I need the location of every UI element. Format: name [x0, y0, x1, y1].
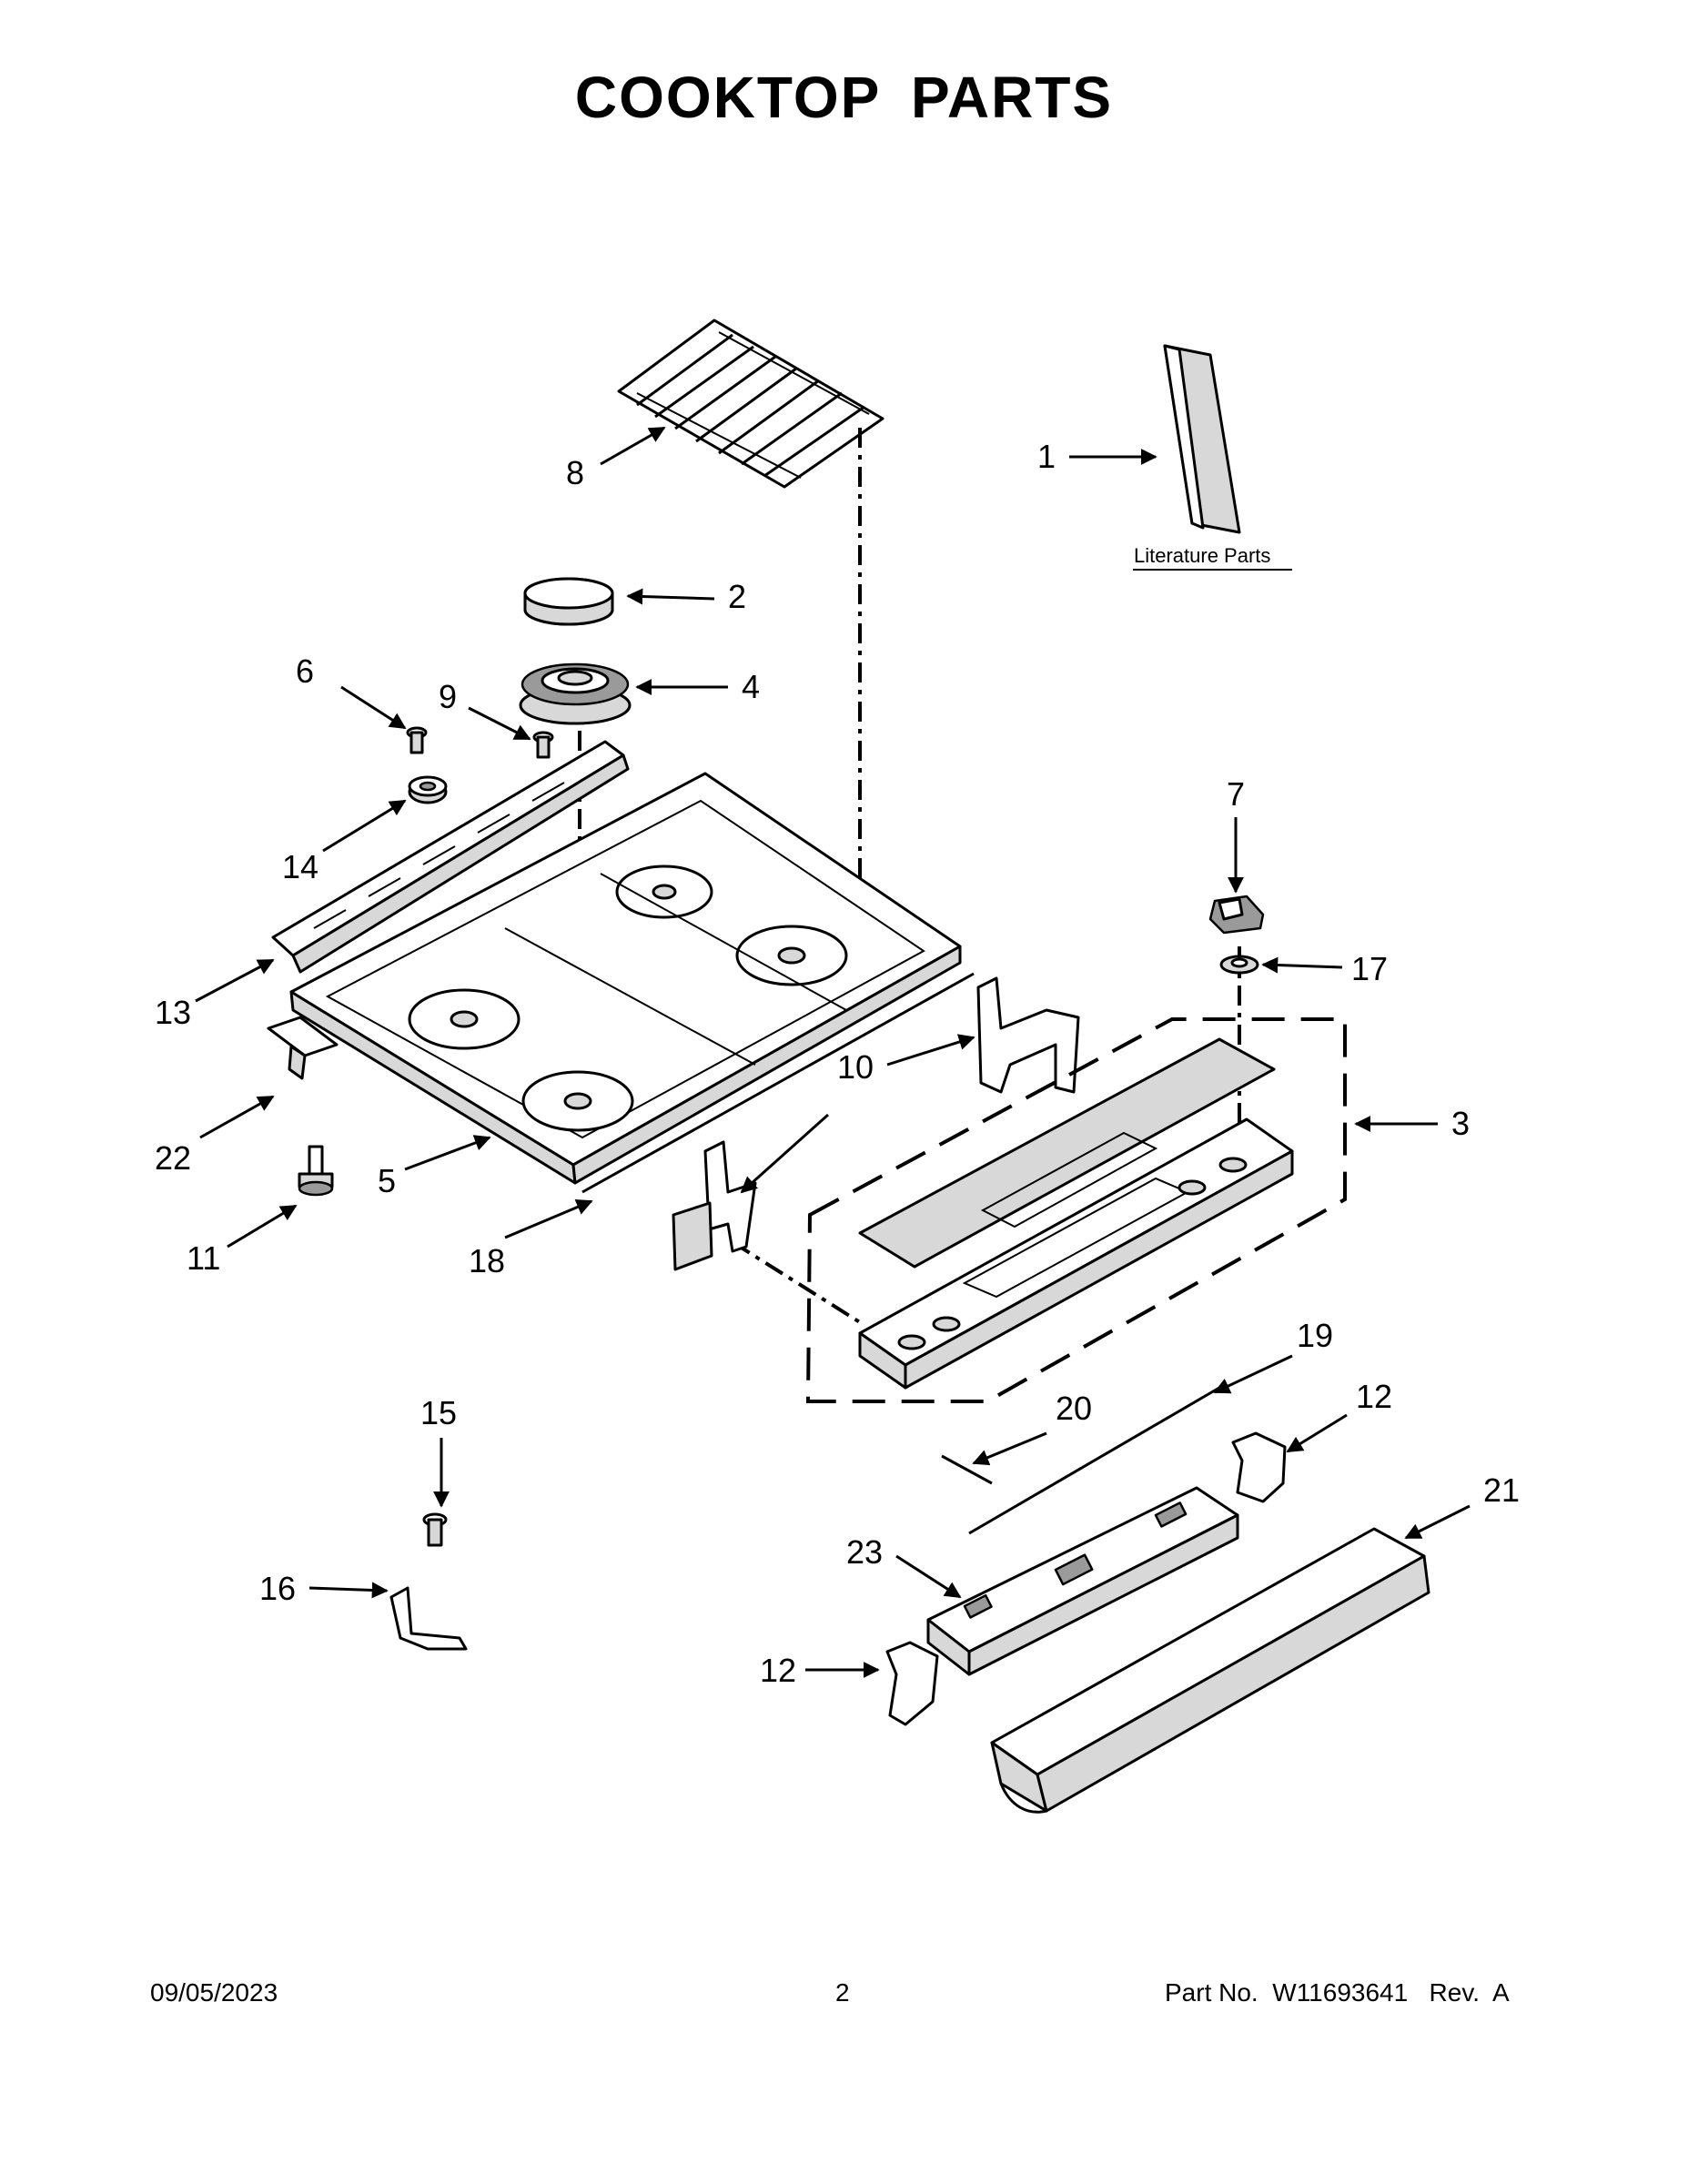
- part-22-bracket: [267, 1016, 339, 1080]
- part-15-screw: [422, 1512, 448, 1547]
- callout-2: 2: [728, 578, 746, 615]
- part-14-grommet: [408, 775, 448, 804]
- part-5-cooktop: [289, 772, 962, 1185]
- callout-6: 6: [296, 652, 314, 690]
- part-13-vent-trim: [271, 740, 630, 974]
- callout-10a: 10: [837, 1048, 874, 1086]
- part-17-washer: [1219, 955, 1259, 975]
- callout-23: 23: [846, 1533, 883, 1571]
- callout-13: 13: [155, 994, 191, 1031]
- footer-part-number: Part No. W11693641 Rev. A: [1165, 1978, 1510, 2007]
- footer-page-number: 2: [835, 1978, 850, 2007]
- part-4-burner-base: [519, 662, 632, 725]
- callout-4: 4: [742, 668, 760, 705]
- part-6-screw: [406, 726, 428, 754]
- callout-5: 5: [378, 1162, 396, 1199]
- callout-12a: 12: [1356, 1378, 1392, 1415]
- callout-19: 19: [1297, 1317, 1333, 1354]
- callout-15: 15: [420, 1394, 457, 1431]
- callout-12b: 12: [760, 1652, 796, 1689]
- callout-16: 16: [259, 1570, 296, 1607]
- part-8-grate: [617, 318, 884, 489]
- callout-11: 11: [187, 1239, 220, 1277]
- callout-1: 1: [1037, 438, 1056, 475]
- part-10-bracket-left: [672, 1140, 757, 1271]
- part-19-rod: [968, 1386, 1220, 1535]
- part-9-screw: [532, 731, 554, 759]
- footer-date: 09/05/2023: [150, 1978, 278, 2007]
- part-16-bracket: [389, 1586, 468, 1651]
- part-18-seal: [581, 972, 975, 1194]
- part-20-pin: [941, 1454, 993, 1485]
- callout-8: 8: [566, 454, 584, 491]
- part-1-literature: Literature Parts: [1133, 344, 1292, 571]
- part-11-leg: [298, 1145, 334, 1197]
- literature-parts-label: Literature Parts: [1134, 544, 1270, 567]
- bracket-alignment-line: [731, 1240, 864, 1326]
- leader-lines: [195, 426, 1471, 1678]
- callout-9: 9: [439, 678, 457, 715]
- callout-17: 17: [1351, 950, 1388, 987]
- part-23-control-board: [926, 1486, 1239, 1676]
- part-12-clip-upper: [1231, 1431, 1287, 1503]
- callout-21: 21: [1483, 1471, 1520, 1509]
- callout-7: 7: [1227, 775, 1245, 813]
- page-title: COOKTOP PARTS: [574, 65, 1114, 130]
- callout-14: 14: [282, 848, 318, 885]
- part-3-control-panel: [805, 1017, 1347, 1403]
- part-12-clip-lower: [885, 1641, 939, 1726]
- callout-20: 20: [1056, 1390, 1092, 1427]
- callout-3: 3: [1451, 1105, 1470, 1142]
- callout-18: 18: [469, 1242, 505, 1279]
- part-10-bracket-right: [976, 976, 1080, 1094]
- callout-22: 22: [155, 1139, 191, 1177]
- part-21-lower-trim: [990, 1527, 1430, 1814]
- part-7-knob: [1208, 895, 1265, 935]
- part-2-burner-cap: [523, 577, 614, 626]
